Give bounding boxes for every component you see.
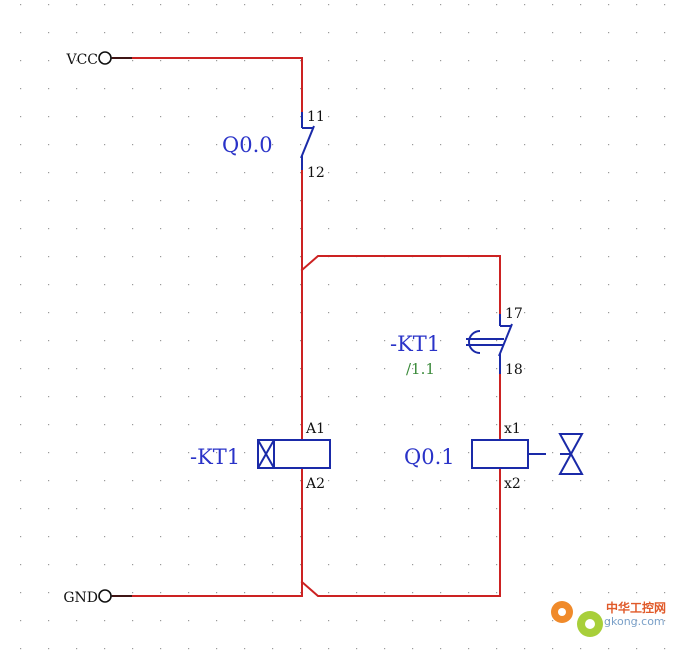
timer-contact-label: -KT1 [390,332,440,356]
watermark: 中华工控网 gkong.com [551,600,666,637]
timer-contact-cross-ref: /1.1 [406,360,435,378]
timer-contact-pin-bottom: 18 [505,362,523,378]
watermark-gear-icon [551,601,603,637]
switch-q00-pin-top: 11 [307,109,325,125]
terminal-gnd: GND [63,589,132,606]
terminal-vcc-label: VCC [65,52,98,68]
wire-vcc [112,57,303,113]
terminal-vcc: VCC [65,51,132,68]
terminal-vcc-circle [98,51,112,65]
valve-coil-body [471,439,529,469]
wire-branch-top [300,255,501,315]
relay-coil-pin-top: A1 [305,421,325,437]
wires [112,57,501,597]
grid-dots [20,4,666,650]
valve-coil-label: Q0.1 [404,445,455,469]
timer-contact-kt1 [466,314,513,374]
terminal-gnd-circle [98,589,112,603]
valve-coil-pin-bottom: x2 [504,476,521,492]
relay-coil-label: -KT1 [190,445,240,469]
timer-contact-pin-top: 17 [505,306,523,322]
relay-coil-kt1 [257,439,331,469]
switch-q00-label: Q0.0 [222,133,273,157]
switch-q00-pin-bottom: 12 [307,165,325,181]
watermark-url: gkong.com [604,615,665,628]
valve-icon [558,433,584,457]
wire-coil-to-gnd [112,467,303,597]
valve-coil-q01 [471,433,584,475]
watermark-brand: 中华工控网 [606,600,666,615]
relay-coil-body [273,439,331,469]
relay-coil-pin-bottom: A2 [305,476,325,492]
terminal-gnd-label: GND [63,590,98,606]
timer-contact-arc [468,330,481,354]
switch-q00 [300,112,315,170]
wire-valve-to-gnd [300,467,501,597]
valve-coil-pin-top: x1 [504,421,521,437]
